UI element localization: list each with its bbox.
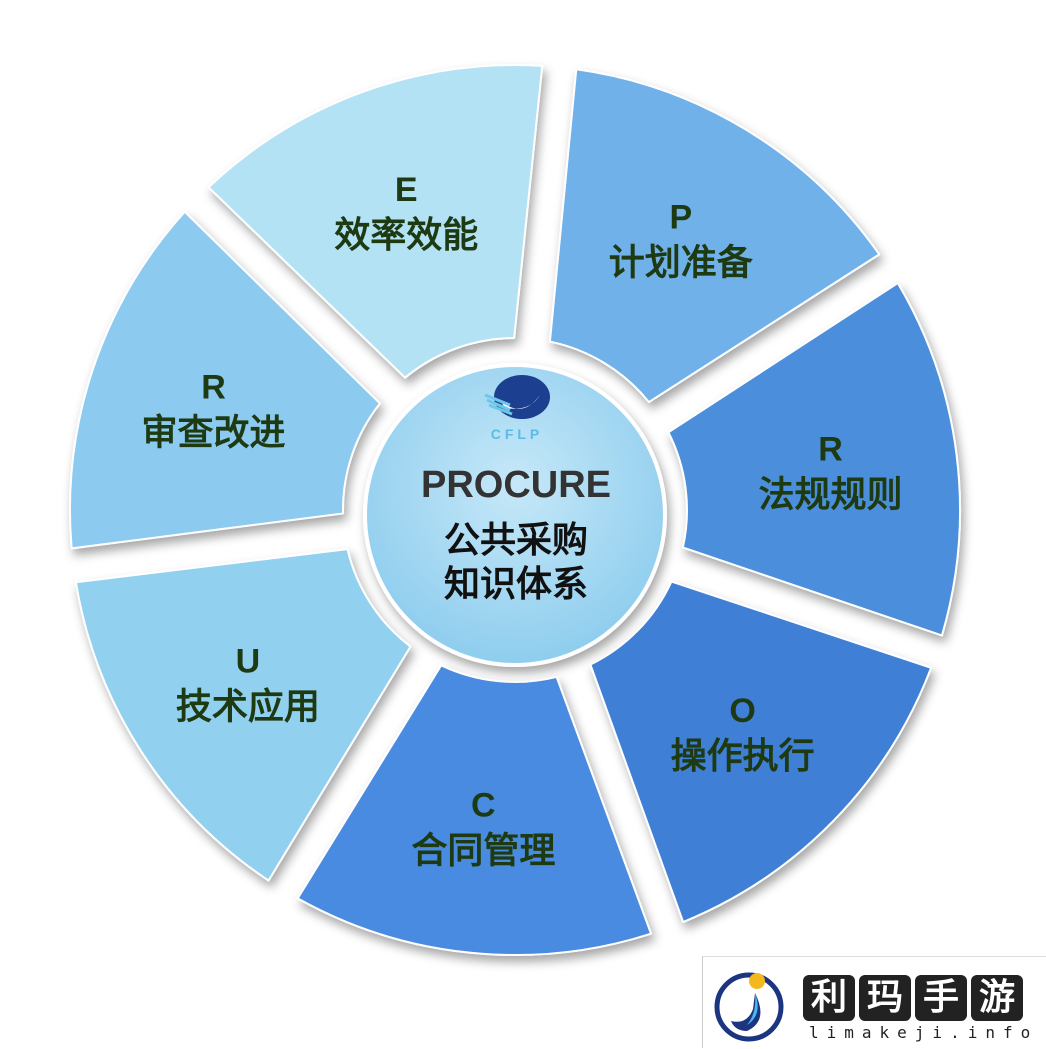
center-hub: CFLP PROCURE 公共采购 知识体系 bbox=[363, 363, 667, 667]
watermark-url: limakeji.info bbox=[809, 1023, 1039, 1042]
segment-label: 法规规则 bbox=[759, 474, 903, 515]
segment-shape bbox=[296, 664, 653, 956]
segment-letter: C bbox=[471, 786, 496, 824]
watermark: 利 玛 手 游 limakeji.info bbox=[702, 956, 1046, 1048]
segment-letter: O bbox=[729, 692, 755, 730]
segment-letter: R bbox=[201, 369, 226, 407]
watermark-char: 手 bbox=[915, 975, 967, 1021]
segment-label: 技术应用 bbox=[176, 687, 320, 728]
segment-letter: R bbox=[818, 430, 843, 468]
segment-shape bbox=[74, 548, 412, 882]
segment-label: 计划准备 bbox=[609, 243, 754, 284]
segment-label: 效率效能 bbox=[334, 215, 478, 256]
watermark-char: 玛 bbox=[859, 975, 911, 1021]
segment-shape bbox=[667, 282, 961, 637]
segment-r-6: R 审查改进 bbox=[69, 210, 381, 550]
segment-e-0: E 效率效能 bbox=[207, 64, 544, 379]
segment-r-2: R 法规规则 bbox=[667, 282, 961, 637]
segment-letter: P bbox=[669, 199, 692, 237]
segment-shape bbox=[589, 580, 933, 924]
cflp-logo-icon: CFLP bbox=[484, 375, 550, 442]
segment-label: 审查改进 bbox=[142, 413, 286, 454]
segment-shape bbox=[69, 210, 381, 550]
watermark-char: 利 bbox=[803, 975, 855, 1021]
segment-shape bbox=[548, 68, 881, 404]
segment-u-5: U 技术应用 bbox=[74, 548, 412, 882]
center-title: PROCURE bbox=[421, 464, 611, 506]
watermark-logo-icon bbox=[714, 972, 784, 1042]
logo-text: CFLP bbox=[491, 426, 544, 442]
segment-letter: E bbox=[395, 171, 418, 209]
segment-p-1: P 计划准备 bbox=[548, 68, 881, 404]
center-line1: 公共采购 bbox=[444, 520, 588, 561]
watermark-char: 游 bbox=[971, 975, 1023, 1021]
segment-label: 合同管理 bbox=[411, 830, 555, 871]
segment-letter: U bbox=[236, 643, 261, 681]
segment-shape bbox=[207, 64, 544, 379]
segment-c-4: C 合同管理 bbox=[296, 664, 653, 956]
segment-label: 操作执行 bbox=[671, 736, 815, 777]
segment-o-3: O 操作执行 bbox=[589, 580, 933, 924]
center-line2: 知识体系 bbox=[444, 564, 588, 605]
